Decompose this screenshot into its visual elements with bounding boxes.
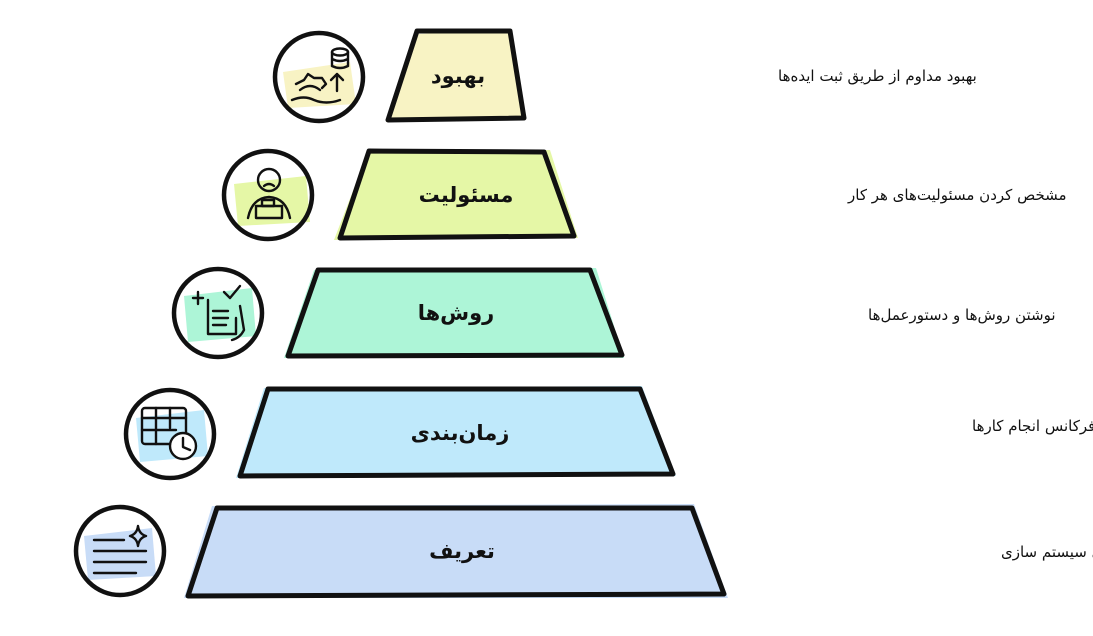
text-sparkle-icon [73,504,167,598]
pyramid-tier-improvement: بهبود بهبود مداوم از طریق ثبت ایده‌ها [272,28,977,124]
tier-description-definition: مشخص کردن کارهای سیستم سازی [1001,543,1093,561]
tier-label-improvement: بهبود [431,64,485,88]
tier-outline-improvement [385,28,527,123]
pyramid-tier-methods: روش‌ها نوشتن روش‌ها و دستورعمل‌ها [171,266,1056,360]
tier-fill-responsibility [334,150,578,240]
tier-outline-methods [285,267,625,359]
person-desk-icon [221,148,315,242]
tier-fill-improvement [386,30,526,122]
tier-outline-scheduling [237,386,676,479]
tier-fill-methods [284,268,624,358]
tier-description-responsibility: مشخص کردن مسئولیت‌های هر کار [847,186,1067,204]
tier-outline-definition [185,505,727,599]
schedule-clock-icon [123,387,217,481]
tier-description-scheduling: تعیین زمان‌بندی یا فرکانس انجام کارها [972,417,1093,435]
checklist-document-icon [171,266,265,360]
tier-fill-scheduling [236,386,676,478]
tier-description-methods: نوشتن روش‌ها و دستورعمل‌ها [868,306,1056,324]
pyramid-tier-responsibility: مسئولیت مشخص کردن مسئولیت‌های هر کار [221,148,1067,242]
tier-label-scheduling: زمان‌بندی [411,421,510,445]
tier-fill-definition [184,504,728,598]
tier-label-methods: روش‌ها [418,301,495,325]
tier-label-definition: تعریف [429,539,495,563]
tier-outline-responsibility [337,148,577,241]
gear-database-upload-icon [272,30,366,124]
tier-label-responsibility: مسئولیت [419,183,514,207]
pyramid-tier-scheduling: زمان‌بندی تعیین زمان‌بندی یا فرکانس انجا… [123,386,1093,481]
tier-description-improvement: بهبود مداوم از طریق ثبت ایده‌ها [778,67,977,85]
pyramid-tier-definition: تعریف مشخص کردن کارهای سیستم سازی [73,504,1093,599]
